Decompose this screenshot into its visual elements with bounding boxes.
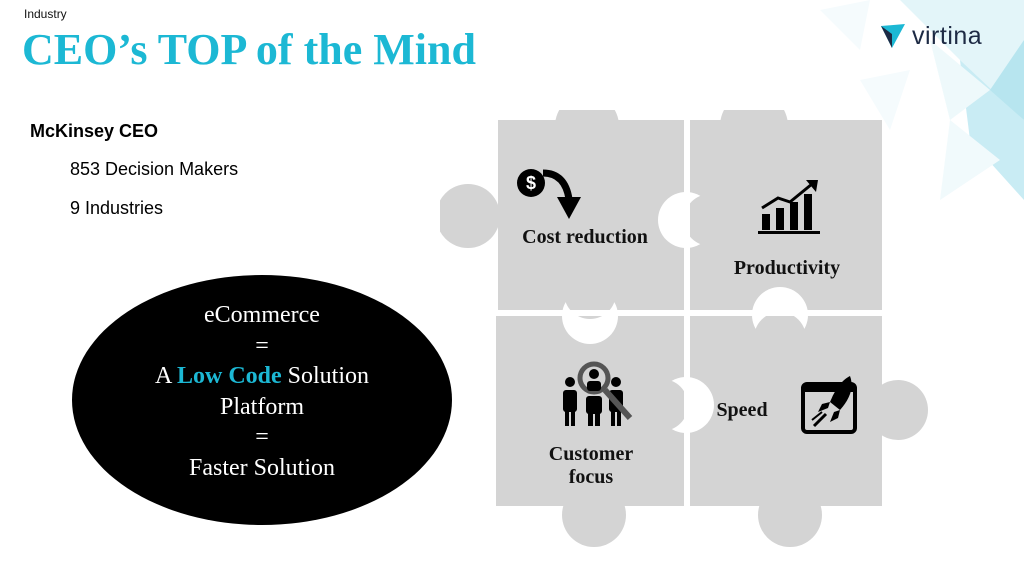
puzzle-label-focus: focus (568, 466, 614, 488)
growth-chart-icon (758, 180, 820, 234)
equation-oval (72, 275, 452, 525)
puzzle-piece-customer-focus (496, 316, 684, 547)
equation-equals-2: = (255, 424, 269, 450)
low-code-highlight: Low Code (176, 363, 282, 389)
survey-detail-industries: 9 Industries (70, 198, 164, 218)
equation-prefix: A (154, 363, 177, 389)
equation-text: eCommerce = A Low Code Solution Platform… (70, 300, 454, 483)
puzzle-label-speed: Speed (716, 399, 768, 421)
equation-line-ecommerce: eCommerce (204, 302, 320, 328)
equation-suffix: Solution (281, 363, 370, 389)
brand-mark-icon (881, 24, 905, 48)
brand-name: virtina (912, 21, 983, 50)
puzzle-label-cost-reduction: Cost reduction (522, 226, 648, 248)
puzzle-label-customer: Customer (548, 443, 634, 465)
puzzle-graphic (440, 110, 928, 560)
section-tag: Industry (24, 7, 67, 21)
survey-detail-decision-makers: 853 Decision Makers (70, 159, 239, 179)
puzzle-label-productivity: Productivity (733, 257, 841, 279)
equation-equals-1: = (255, 332, 269, 359)
rocket-icon (801, 376, 857, 434)
svg-text:$: $ (526, 173, 536, 193)
brand-logo: virtina (880, 18, 1000, 54)
equation-line-faster: Faster Solution (188, 454, 335, 481)
page-title: CEO’s TOP of the Mind (22, 25, 476, 74)
dollar-down-arrow-icon: $ (517, 169, 581, 219)
customer-search-icon (563, 361, 633, 426)
low-poly-decoration (820, 0, 1024, 200)
equation-line-platform: Platform (220, 393, 304, 420)
puzzle-label-customer-focus: Customer focus (516, 443, 666, 489)
survey-source: McKinsey CEO (30, 121, 159, 141)
equation-line-low-code: A Low Code Solution (70, 361, 454, 392)
